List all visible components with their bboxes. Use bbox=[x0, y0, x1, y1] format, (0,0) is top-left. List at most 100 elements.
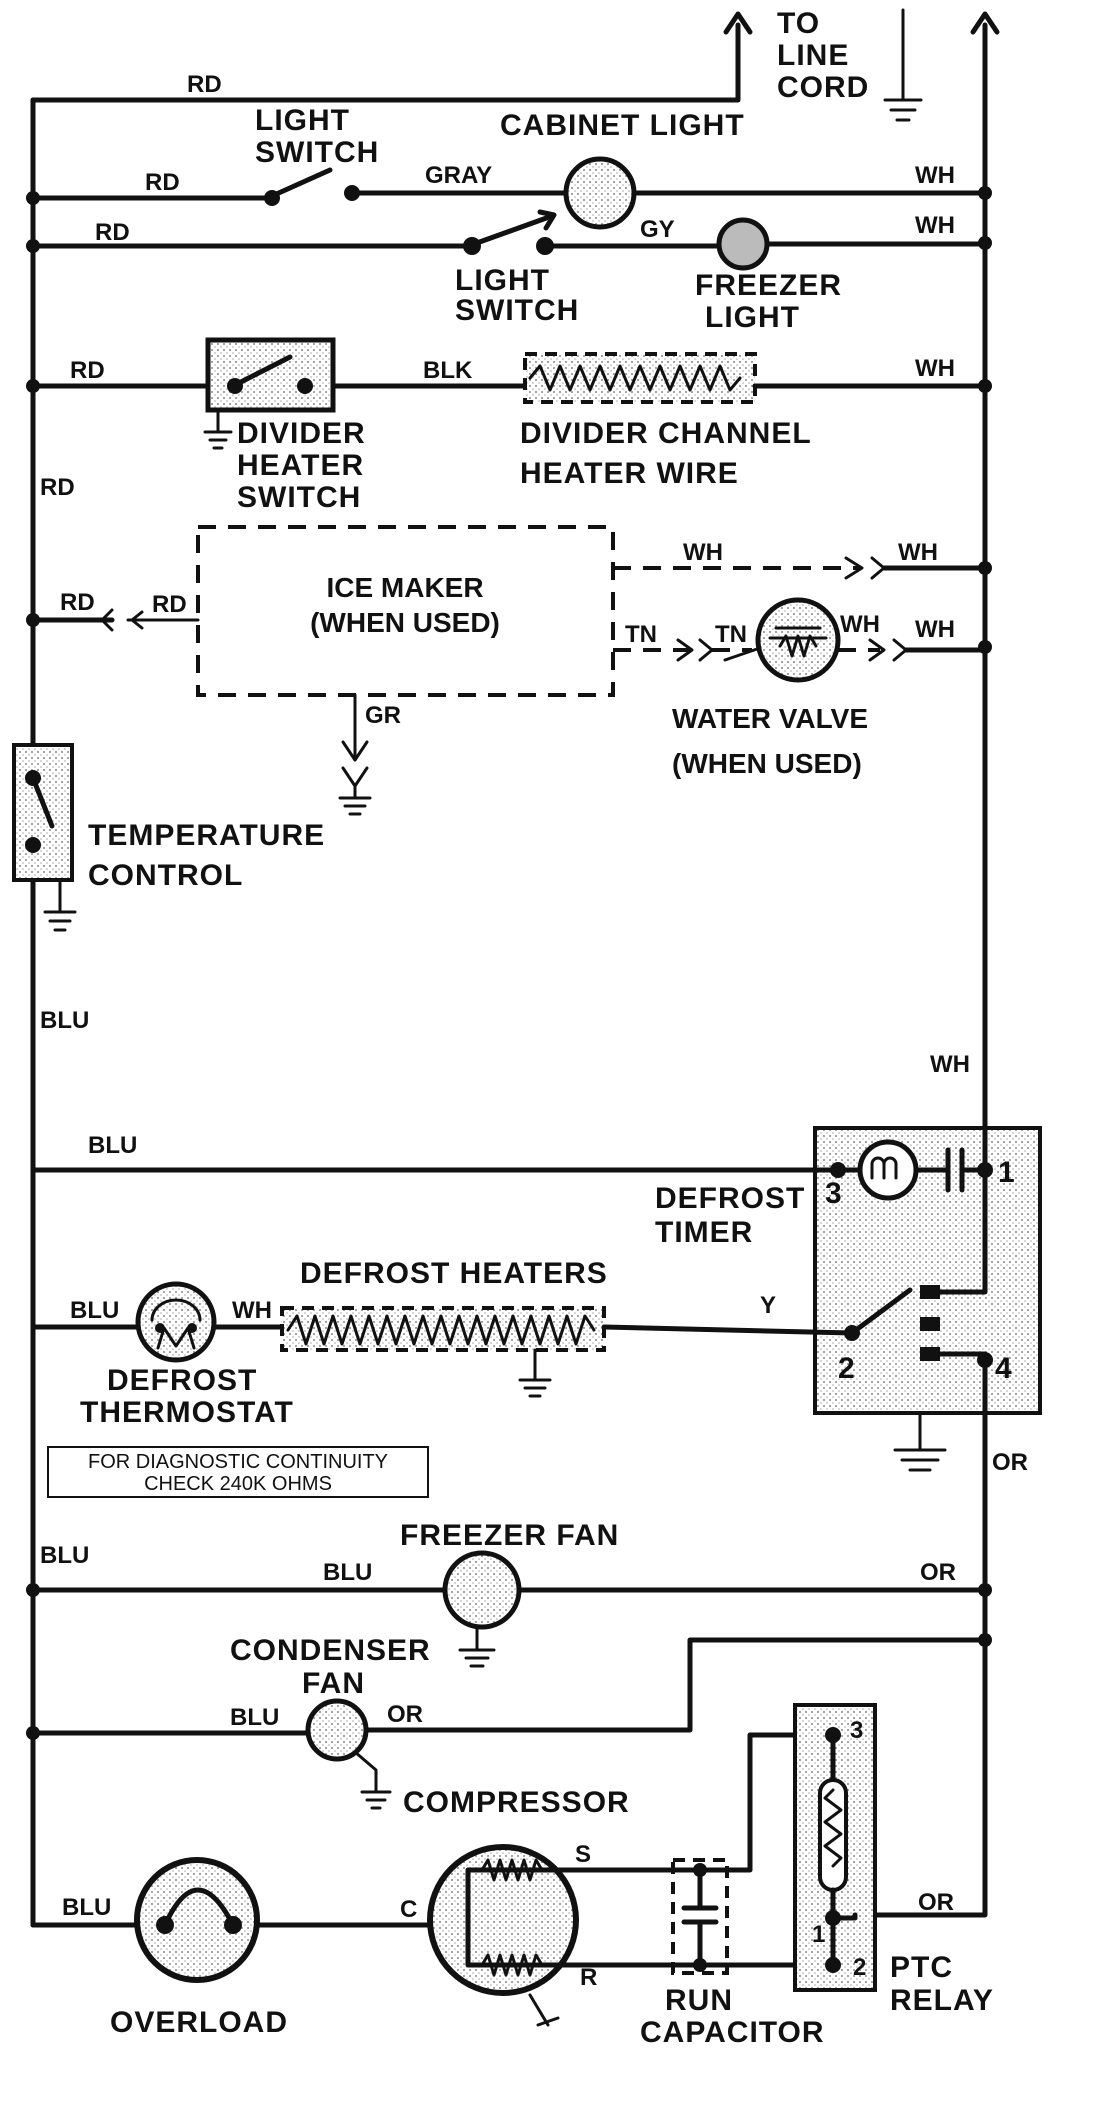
label-condenser-fan-b: FAN bbox=[302, 1667, 365, 1700]
terminal-4: 4 bbox=[995, 1352, 1012, 1385]
condenser-fan-motor bbox=[305, 1698, 369, 1762]
label-defrost-timer-a: DEFROST bbox=[655, 1182, 805, 1215]
label-divider-heater-switch-c: SWITCH bbox=[237, 481, 361, 514]
wire-or-ff: OR bbox=[920, 1559, 956, 1586]
overload-protector bbox=[134, 1857, 260, 1983]
wire-rd-top: RD bbox=[187, 71, 222, 98]
label-cabinet-light: CABINET LIGHT bbox=[500, 109, 745, 142]
label-to-line-cord-3: CORD bbox=[777, 71, 869, 104]
wire-tn-2: TN bbox=[715, 621, 747, 648]
freezer-fan-circuit bbox=[30, 1550, 988, 1668]
label-defrost-heaters: DEFROST HEATERS bbox=[300, 1257, 608, 1290]
wire-rd-ice-out: RD bbox=[60, 589, 95, 616]
label-run-capacitor-a: RUN bbox=[665, 1984, 733, 2017]
run-capacitor-box bbox=[671, 1858, 729, 1975]
condenser-fan-circuit bbox=[30, 1637, 988, 1810]
label-ptc-relay-a: PTC bbox=[890, 1951, 953, 1984]
wire-or-timer: OR bbox=[992, 1449, 1028, 1476]
freezer-fan-motor bbox=[442, 1550, 522, 1630]
label-condenser-fan-a: CONDENSER bbox=[230, 1634, 431, 1667]
diagnostic-note-box bbox=[47, 1446, 429, 1498]
ptc-terminal-2: 2 bbox=[853, 1954, 866, 1981]
defrost-timer bbox=[30, 1122, 1042, 1918]
label-divider-heater-switch-a: DIVIDER bbox=[237, 417, 366, 450]
wire-rd-row2: RD bbox=[95, 219, 130, 246]
wire-wh-valve-right: WH bbox=[915, 616, 955, 643]
label-to-line-cord-1: TO bbox=[777, 7, 820, 40]
label-diagnostic-note-b: CHECK 240K OHMS bbox=[144, 1473, 332, 1495]
label-water-valve-b: (WHEN USED) bbox=[672, 748, 862, 779]
label-light-switch-1b: SWITCH bbox=[255, 136, 379, 169]
label-divider-channel-a: DIVIDER CHANNEL bbox=[520, 417, 812, 450]
divider-heater-circuit bbox=[30, 337, 988, 450]
divider-channel-heater bbox=[523, 352, 757, 404]
freezer-light-circuit bbox=[30, 209, 988, 271]
defrost-thermostat bbox=[135, 1281, 217, 1363]
wire-wh-row1: WH bbox=[915, 162, 955, 189]
wire-gy: GY bbox=[640, 216, 675, 243]
component-labels: TO LINE CORD CABINET LIGHT LIGHT SWITCH … bbox=[80, 7, 994, 2049]
wire-wh-ice: WH bbox=[683, 539, 723, 566]
wire-wh-valve: WH bbox=[840, 611, 880, 638]
label-divider-heater-switch-b: HEATER bbox=[237, 449, 364, 482]
label-temperature-control-b: CONTROL bbox=[88, 859, 243, 892]
wire-rd-ice-in: RD bbox=[152, 591, 187, 618]
label-freezer-light-b: LIGHT bbox=[705, 301, 800, 334]
label-compressor: COMPRESSOR bbox=[403, 1786, 630, 1819]
wire-wh-defrost: WH bbox=[232, 1297, 272, 1324]
wire-blk: BLK bbox=[423, 357, 473, 384]
wire-wh-row2: WH bbox=[915, 212, 955, 239]
label-light-switch-1a: LIGHT bbox=[255, 104, 350, 137]
ptc-terminal-3: 3 bbox=[850, 1717, 863, 1744]
label-defrost-timer-b: TIMER bbox=[655, 1216, 753, 1249]
terminal-1: 1 bbox=[998, 1156, 1015, 1189]
wire-wh-row3: WH bbox=[915, 355, 955, 382]
terminal-3: 3 bbox=[825, 1177, 842, 1210]
compressor-circuit bbox=[30, 1732, 836, 2027]
wire-blu-ol: BLU bbox=[62, 1894, 111, 1921]
defrost-heater-circuit bbox=[30, 1281, 855, 1498]
label-temperature-control-a: TEMPERATURE bbox=[88, 819, 325, 852]
label-diagnostic-note-a: FOR DIAGNOSTIC CONTINUITY bbox=[88, 1451, 388, 1473]
ice-maker-box bbox=[196, 525, 615, 697]
wire-r: R bbox=[580, 1964, 597, 1991]
timer-motor bbox=[857, 1139, 919, 1201]
wire-gray: GRAY bbox=[425, 162, 492, 189]
label-freezer-fan: FREEZER FAN bbox=[400, 1519, 619, 1552]
label-freezer-light-a: FREEZER bbox=[695, 269, 842, 302]
label-ice-maker-b: (WHEN USED) bbox=[310, 607, 500, 638]
ice-maker-circuit bbox=[30, 525, 988, 816]
wire-blu-ff: BLU bbox=[323, 1559, 372, 1586]
temperature-control bbox=[12, 743, 77, 932]
label-light-switch-2a: LIGHT bbox=[455, 264, 550, 297]
label-to-line-cord-2: LINE bbox=[777, 39, 849, 72]
label-defrost-thermostat-b: THERMOSTAT bbox=[80, 1396, 294, 1429]
ptc-terminal-1: 1 bbox=[812, 1921, 825, 1948]
label-water-valve-a: WATER VALVE bbox=[672, 703, 868, 734]
wire-wh-timer: WH bbox=[930, 1051, 970, 1078]
label-divider-channel-b: HEATER WIRE bbox=[520, 457, 739, 490]
cabinet-light-circuit bbox=[30, 156, 988, 230]
label-overload: OVERLOAD bbox=[110, 2006, 288, 2039]
wire-tn-1: TN bbox=[625, 621, 657, 648]
wire-blu-timer: BLU bbox=[88, 1132, 137, 1159]
wire-s: S bbox=[575, 1841, 591, 1868]
ptc-relay bbox=[793, 1703, 877, 1992]
wire-wh-ice-right: WH bbox=[898, 539, 938, 566]
wire-blu-2: BLU bbox=[40, 1542, 89, 1569]
temperature-control-box bbox=[12, 743, 74, 882]
wire-labels: RD RD GRAY WH RD GY WH RD BLK WH RD WH W… bbox=[40, 71, 1028, 1991]
label-defrost-thermostat-a: DEFROST bbox=[107, 1364, 257, 1397]
label-ice-maker-a: ICE MAKER bbox=[326, 572, 483, 603]
wire-c: C bbox=[400, 1896, 417, 1923]
label-ptc-relay-b: RELAY bbox=[890, 1984, 994, 2017]
divider-heater-switch-box bbox=[205, 337, 336, 413]
wire-or-cf: OR bbox=[387, 1701, 423, 1728]
label-light-switch-2b: SWITCH bbox=[455, 294, 579, 327]
wire-rd-row3: RD bbox=[70, 357, 105, 384]
cabinet-light-bulb bbox=[563, 156, 637, 230]
wire-rd-row1: RD bbox=[145, 169, 180, 196]
wire-blu-defrost: BLU bbox=[70, 1297, 119, 1324]
freezer-light-bulb bbox=[716, 217, 770, 271]
